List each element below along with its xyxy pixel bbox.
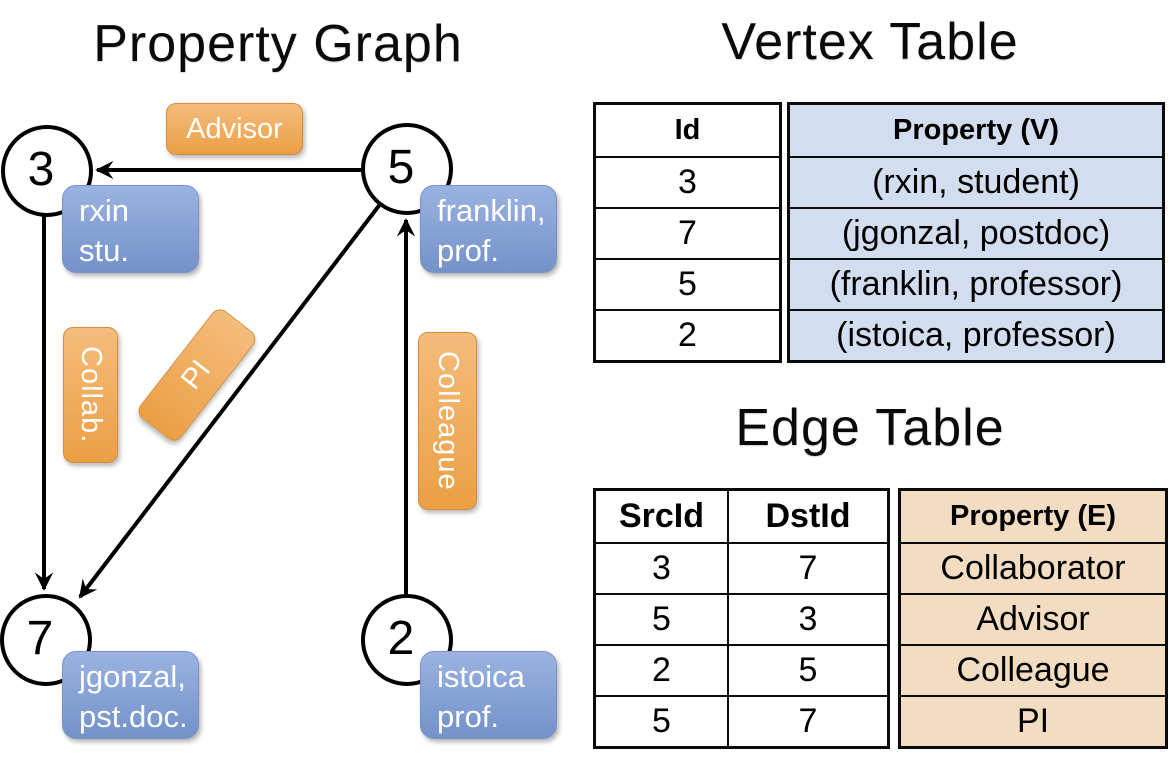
vertex-property-cell: (rxin, student)	[790, 156, 1162, 207]
vertex-property-column-table: Property (V) (rxin, student) (jgonzal, p…	[787, 102, 1165, 363]
edge-label-text: Collab.	[75, 346, 107, 444]
edge-label-text: Colleague	[432, 351, 464, 491]
edge-srcdst-columns-table: SrcId DstId 3 7 5 3 2 5 5 7	[593, 488, 890, 749]
vertex-number: 7	[26, 611, 54, 665]
edge-property-cell: Collaborator	[901, 542, 1165, 593]
edge-id-row: 5 7	[596, 695, 887, 746]
vertex-number: 2	[387, 611, 415, 665]
dst-id-cell: 7	[798, 702, 818, 740]
prop-line-1: rxin	[79, 193, 129, 228]
vertex-id-cell: 5	[596, 258, 779, 309]
vertex-table: Id 3 7 5 2 Property (V) (rxin, student) …	[593, 102, 1165, 363]
vertex-prop-box-jgonzal: jgonzal, pst.doc.	[62, 651, 199, 739]
prop-line-2: pst.doc.	[79, 699, 188, 734]
vertex-property-cell: (jgonzal, postdoc)	[790, 207, 1162, 258]
edge-header-row: SrcId DstId	[596, 491, 887, 542]
edge-line-pi-5-to-7	[78, 167, 409, 599]
dst-id-cell: 7	[798, 549, 818, 587]
vertex-id-cell: 7	[596, 207, 779, 258]
dst-id-header: DstId	[765, 497, 851, 535]
edge-property-cell: Advisor	[901, 593, 1165, 644]
vertex-property-header: Property (V)	[893, 114, 1059, 146]
prop-line-1: istoica	[437, 659, 525, 694]
src-id-cell: 5	[596, 697, 729, 746]
edge-label-text: PI	[175, 354, 218, 396]
edge-id-row: 2 5	[596, 644, 887, 695]
prop-line-2: prof.	[437, 699, 500, 734]
graph-edges-canvas	[34, 160, 416, 640]
dst-id-cell: 3	[798, 600, 818, 638]
vertex-number: 3	[27, 142, 55, 196]
prop-line-1: franklin,	[437, 193, 546, 228]
vertex-prop-box-istoica: istoica prof.	[420, 651, 557, 739]
vertex-id-cell: 3	[596, 156, 779, 207]
vertex-circle-5: 5	[361, 123, 453, 215]
vertex-property-cell: (istoica, professor)	[790, 309, 1162, 360]
prop-line-2: stu.	[79, 233, 129, 268]
vertex-circle-2: 2	[361, 594, 453, 686]
edge-label-advisor: Advisor	[166, 103, 303, 155]
src-id-cell: 2	[596, 646, 729, 695]
src-id-header: SrcId	[596, 491, 729, 542]
vertex-property-cell: (franklin, professor)	[790, 258, 1162, 309]
vertex-number: 5	[387, 140, 415, 194]
edge-label-collab: Collab.	[63, 327, 118, 463]
prop-line-1: jgonzal,	[79, 659, 186, 694]
edge-property-header: Property (E)	[950, 500, 1116, 532]
edge-id-row: 5 3	[596, 593, 887, 644]
property-graph-title: Property Graph	[93, 15, 463, 73]
edge-id-row: 3 7	[596, 542, 887, 593]
src-id-cell: 3	[596, 544, 729, 593]
edge-property-column-table: Property (E) Collaborator Advisor Collea…	[898, 488, 1168, 749]
src-id-cell: 5	[596, 595, 729, 644]
vertex-table-title: Vertex Table	[721, 13, 1019, 71]
prop-line-2: prof.	[437, 233, 500, 268]
edge-property-cell: PI	[901, 695, 1165, 746]
vertex-id-cell: 2	[596, 309, 779, 360]
vertex-prop-box-rxin: rxin stu.	[62, 185, 199, 273]
vertex-id-column-table: Id 3 7 5 2	[593, 102, 782, 363]
dst-id-cell: 5	[798, 651, 818, 689]
edge-label-colleague: Colleague	[418, 332, 477, 510]
vertex-prop-box-franklin: franklin, prof.	[420, 185, 557, 273]
edge-label-text: Advisor	[186, 112, 283, 145]
edge-table: SrcId DstId 3 7 5 3 2 5 5 7 Property (E)…	[593, 488, 1168, 749]
vertex-id-header: Id	[674, 114, 701, 146]
edge-table-title: Edge Table	[735, 399, 1005, 457]
edge-property-cell: Colleague	[901, 644, 1165, 695]
